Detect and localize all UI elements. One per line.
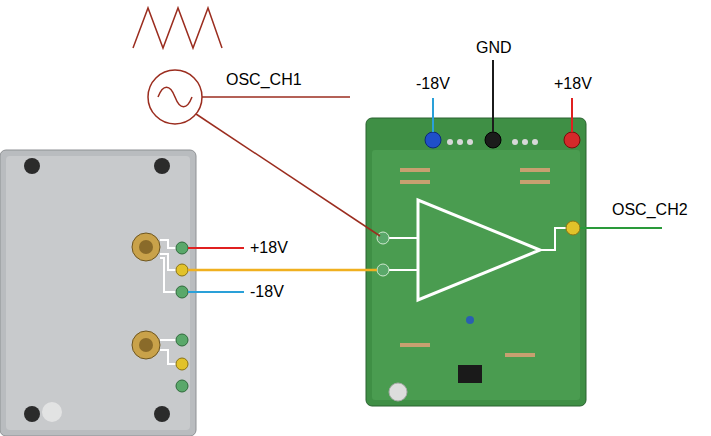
- board-hole: [389, 383, 407, 401]
- potentiometer-shaft: [139, 240, 153, 254]
- board-trace: [540, 228, 567, 250]
- socket-output: [566, 221, 580, 235]
- resistor-symbol: [400, 168, 430, 172]
- board-capacitor: [466, 316, 474, 324]
- header-pin: [447, 139, 453, 145]
- socket-green: [176, 334, 188, 346]
- triangle-waveform: [133, 8, 222, 48]
- sine-symbol: [158, 87, 192, 107]
- panel-trace: [160, 258, 176, 292]
- potentiometer-knob: [132, 233, 160, 261]
- signal-name: OSC_CH2: [612, 200, 688, 220]
- panel-screw: [24, 158, 40, 174]
- signal-generator-symbol: [148, 70, 202, 124]
- supply-label: +18V: [250, 238, 288, 258]
- panel-face: [6, 156, 190, 430]
- resistor-symbol: [400, 343, 430, 347]
- opamp-symbol: [418, 200, 540, 300]
- header-pin: [467, 139, 473, 145]
- panel-screw: [24, 406, 40, 422]
- jack-blue: [425, 132, 441, 148]
- ground-label: GND: [476, 38, 512, 58]
- socket-yellow: [176, 264, 188, 276]
- panel-logo: [42, 402, 62, 422]
- opamp-board: [366, 118, 586, 406]
- wire-blue: [432, 98, 434, 132]
- wire-red: [571, 98, 573, 132]
- supply-label: -18V: [250, 282, 284, 302]
- panel-trace: [160, 350, 176, 364]
- socket-yellow: [176, 358, 188, 370]
- socket-green: [176, 380, 188, 392]
- supply-label: -18V: [416, 74, 450, 94]
- resistor-symbol: [520, 168, 550, 172]
- opamp-chip: [458, 365, 482, 383]
- header-pin: [522, 139, 528, 145]
- board-resistors: [400, 170, 550, 355]
- board-face: [372, 150, 580, 400]
- osc-ch1-wire: [202, 96, 350, 98]
- header-pin: [512, 139, 518, 145]
- resistor-symbol: [520, 180, 550, 184]
- wire-green: [580, 227, 662, 229]
- potentiometer-shaft: [139, 338, 153, 352]
- panel-trace: [160, 339, 176, 341]
- resistor-symbol: [505, 353, 535, 357]
- socket-green: [176, 242, 188, 254]
- signal-name: OSC_CH1: [226, 70, 302, 90]
- potentiometer-panel: [0, 150, 196, 436]
- header-pin: [532, 139, 538, 145]
- wire-blue: [188, 291, 244, 293]
- socket-green: [176, 286, 188, 298]
- socket-in-minus: [377, 264, 389, 276]
- resistor-symbol: [400, 180, 430, 184]
- panel-trace: [160, 254, 176, 270]
- board-trace: [389, 269, 418, 271]
- panel-trace: [160, 240, 176, 248]
- jack-red: [564, 132, 580, 148]
- wire-yellow: [188, 269, 377, 272]
- supply-label: +18V: [554, 74, 592, 94]
- socket-in-plus: [377, 232, 389, 244]
- wire-black: [492, 60, 494, 132]
- panel-screw: [154, 158, 170, 174]
- jack-black: [485, 132, 501, 148]
- header-pin: [457, 139, 463, 145]
- header-pins: [447, 139, 538, 145]
- panel-screw: [154, 406, 170, 422]
- board-trace: [389, 237, 418, 239]
- wire-red: [188, 247, 244, 249]
- potentiometer-knob: [132, 331, 160, 359]
- signal-wire: [196, 114, 380, 236]
